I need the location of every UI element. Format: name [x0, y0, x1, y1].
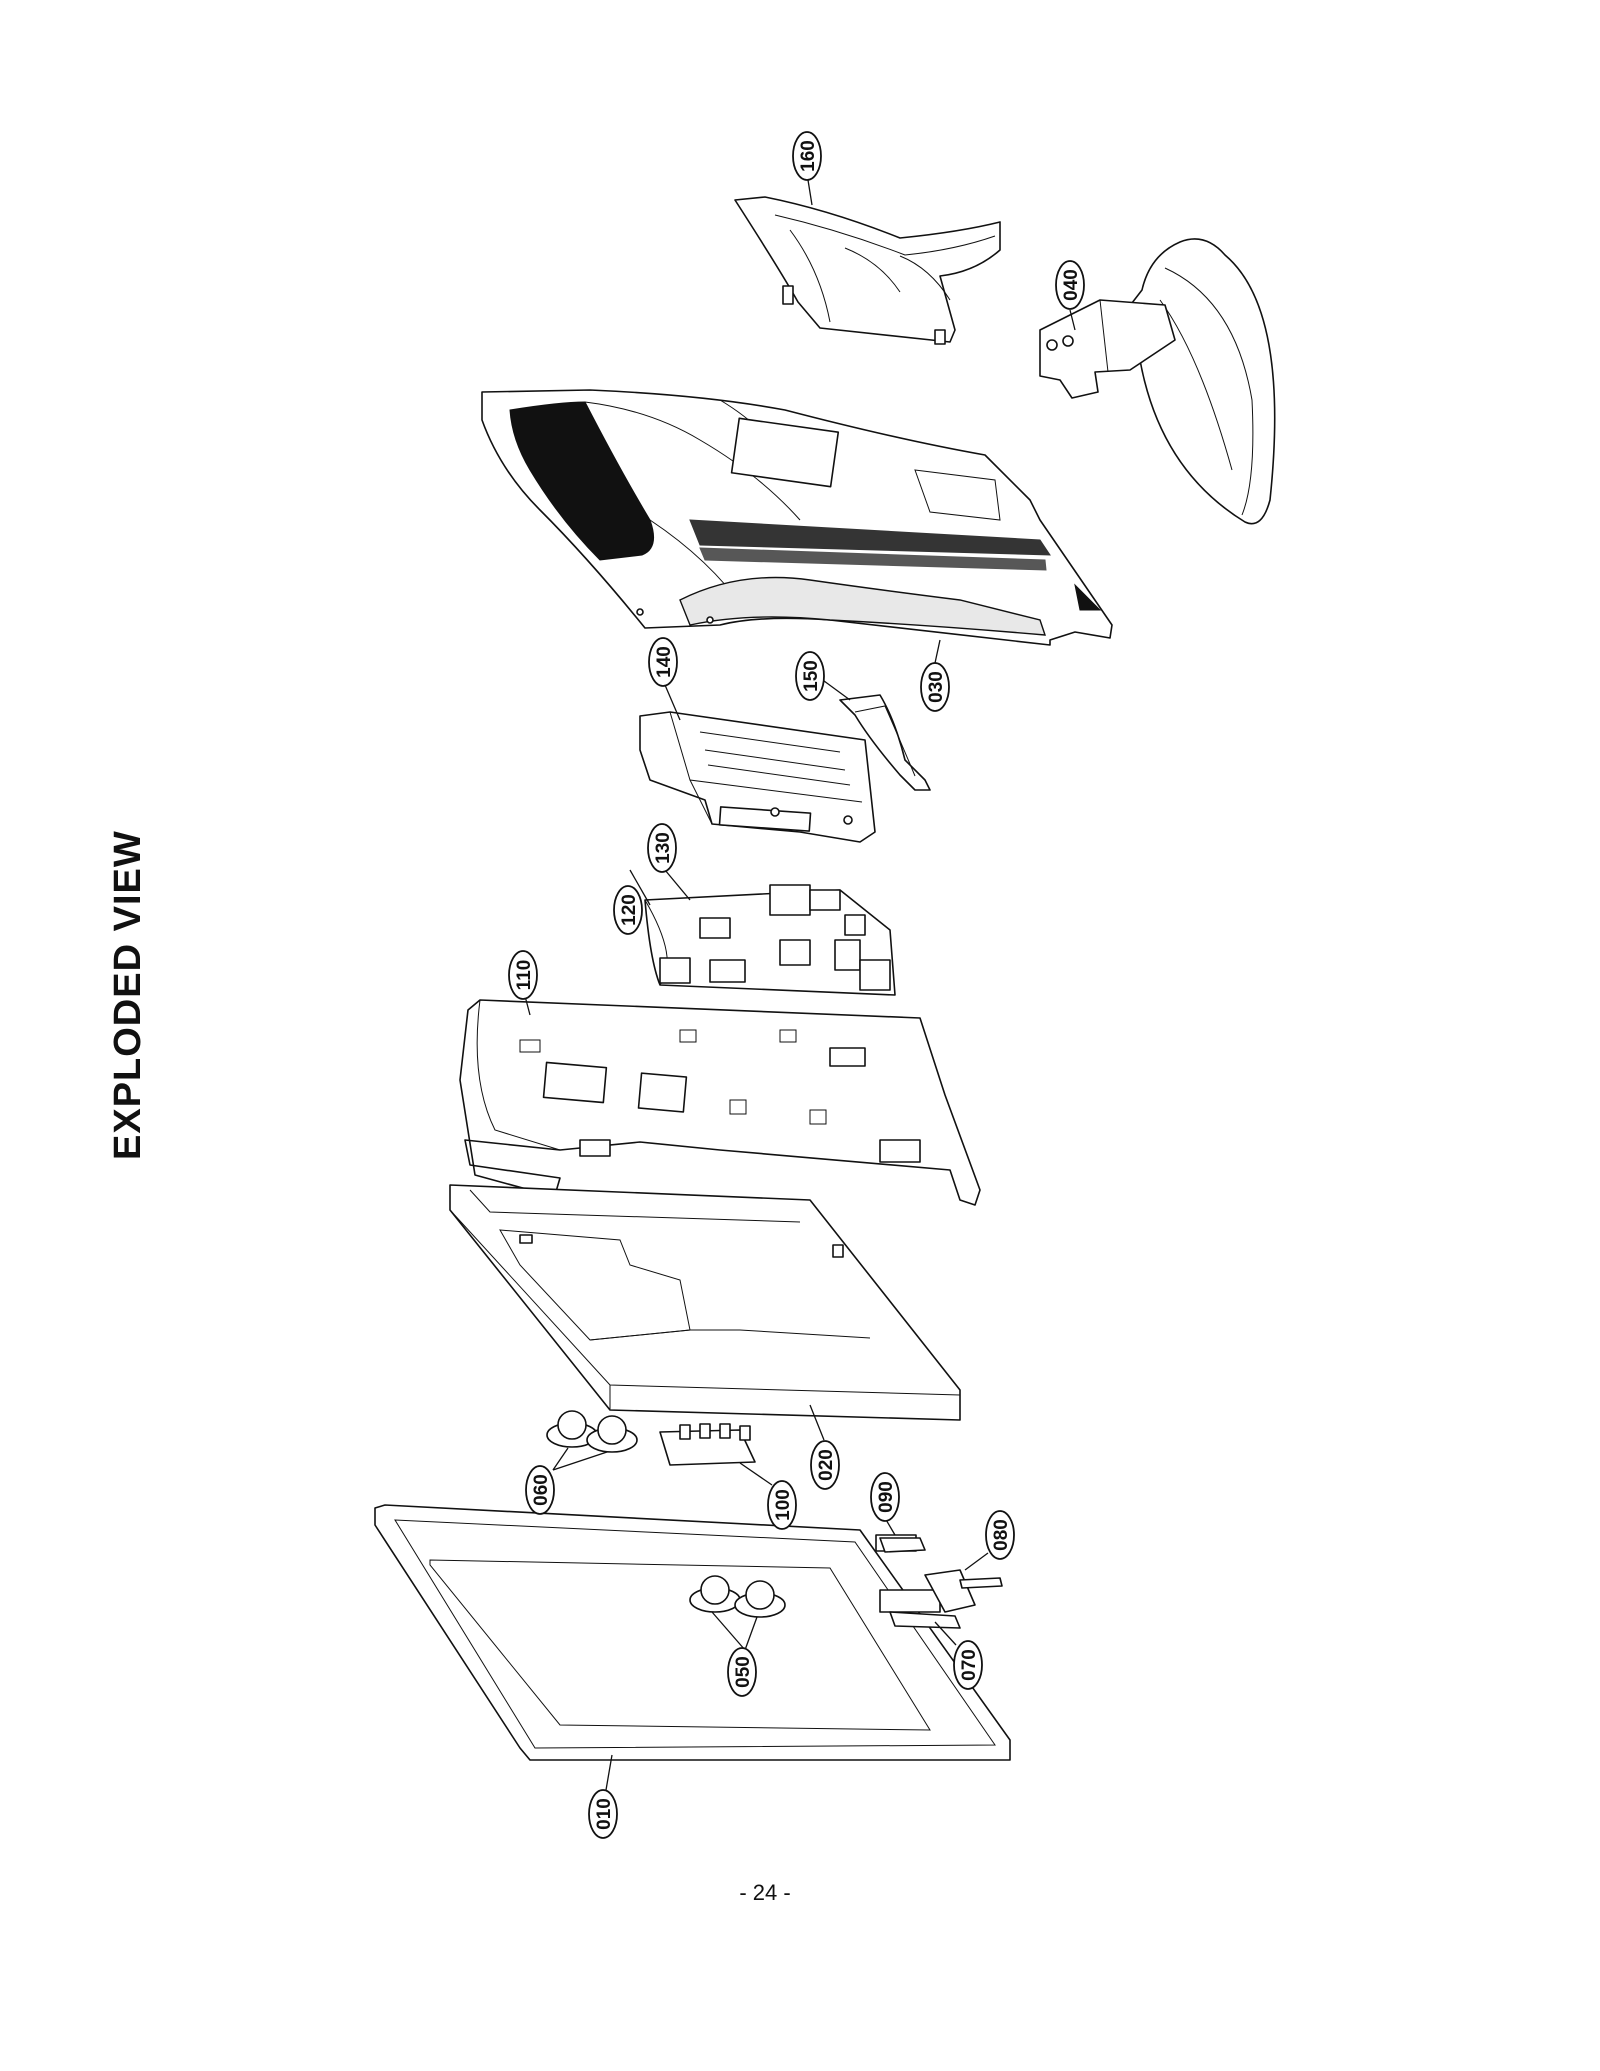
callout-oval: [647, 823, 677, 873]
callout-120: 120: [613, 885, 643, 935]
part-150-terminal-bracket: [839, 694, 931, 791]
callout-label: 030: [926, 671, 947, 703]
callout-100: 100: [767, 1480, 797, 1530]
callout-030: 030: [920, 662, 950, 712]
callout-oval: [613, 885, 643, 935]
callout-label: 020: [816, 1449, 837, 1481]
callout-label: 080: [991, 1519, 1012, 1551]
callout-oval: [727, 1647, 757, 1697]
callout-070: 070: [953, 1640, 983, 1690]
callout-oval: [1055, 260, 1085, 310]
part-090-ir-board: [879, 1537, 926, 1553]
part-160-hinge-cover: [734, 196, 1001, 345]
part-030-back-cover: [481, 389, 1113, 646]
callout-label: 110: [514, 960, 535, 991]
callout-150: 150: [795, 651, 825, 701]
callout-160: 160: [792, 131, 822, 181]
callout-label: 090: [876, 1481, 897, 1513]
callout-oval: [648, 637, 678, 687]
part-060-speaker-pair: [546, 1410, 638, 1453]
callout-060: 060: [525, 1465, 555, 1515]
callout-label: 120: [619, 894, 640, 926]
callout-oval: [920, 662, 950, 712]
callout-020: 020: [810, 1440, 840, 1490]
callout-label: 140: [654, 646, 675, 678]
callout-oval: [795, 651, 825, 701]
part-080-power-switch-board: [924, 1569, 1003, 1613]
callout-oval: [953, 1640, 983, 1690]
callout-label: 150: [801, 660, 822, 692]
callout-oval: [588, 1789, 618, 1839]
part-020-lcd-module: [449, 1184, 961, 1421]
part-050-speaker-pair: [689, 1575, 786, 1618]
callout-oval: [985, 1510, 1015, 1560]
page-number: - 24 -: [739, 1880, 791, 1905]
callout-050: 050: [727, 1647, 757, 1697]
callout-110: 110: [508, 950, 538, 1000]
callout-label: 100: [773, 1489, 794, 1521]
callout-040: 040: [1055, 260, 1085, 310]
callout-090: 090: [870, 1472, 900, 1522]
callout-140: 140: [648, 637, 678, 687]
callout-130: 130: [647, 823, 677, 873]
callout-label: 060: [531, 1474, 552, 1506]
callout-label: 040: [1061, 269, 1082, 301]
callout-oval: [870, 1472, 900, 1522]
part-100-key-board: [659, 1423, 756, 1466]
callout-oval: [525, 1465, 555, 1515]
callout-label: 070: [959, 1649, 980, 1681]
callout-oval: [810, 1440, 840, 1490]
callout-oval: [767, 1480, 797, 1530]
part-070-control-board: [889, 1611, 961, 1629]
part-120-130-main-board: [644, 884, 896, 996]
callout-080: 080: [985, 1510, 1015, 1560]
callout-label: 160: [798, 140, 819, 172]
callout-010: 010: [588, 1789, 618, 1839]
callout-label: 050: [733, 1656, 754, 1688]
part-140-power-shield: [639, 711, 876, 843]
callout-oval: [508, 950, 538, 1000]
callout-label: 130: [653, 832, 674, 864]
part-110-shield-frame: [459, 999, 981, 1206]
callout-label: 010: [594, 1798, 615, 1830]
callout-oval: [792, 131, 822, 181]
